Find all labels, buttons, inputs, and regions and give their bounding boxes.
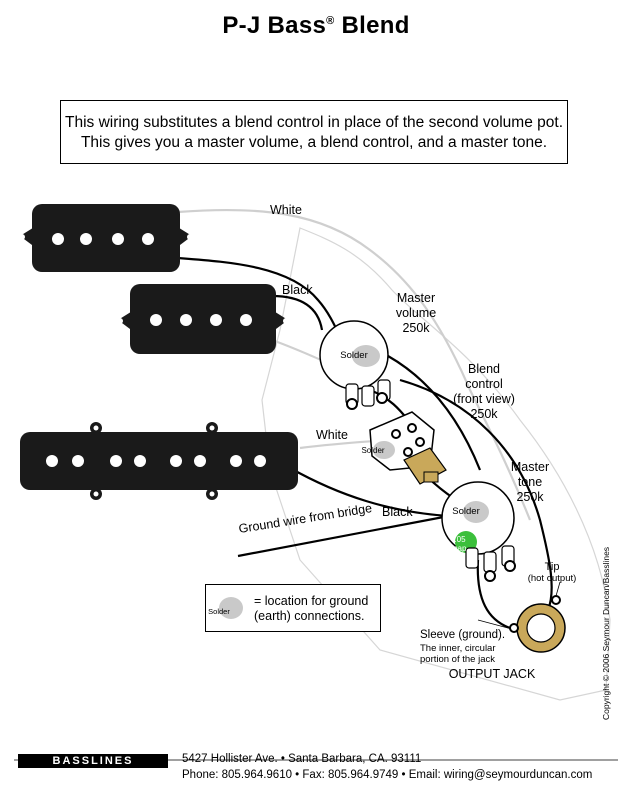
wire-to-tip	[399, 378, 553, 611]
intro-line-2: This gives you a master volume, a blend …	[80, 134, 548, 151]
pickguard-outline	[261, 227, 611, 701]
wire-label-white-top: White	[270, 203, 302, 217]
blend-pot	[369, 411, 447, 485]
solder-dot-icon	[219, 597, 243, 619]
master-volume-label-line2: volume	[395, 306, 437, 320]
sleeve-label-line1: Sleeve (ground).	[420, 629, 506, 641]
footer-contact: Phone: 805.964.9610 • Fax: 805.964.9749 …	[182, 769, 593, 781]
master-volume-label: Master volume 250k	[396, 291, 436, 336]
blend-label-line4: 250k	[470, 407, 498, 421]
legend-line1: = location for ground	[254, 594, 369, 608]
pickup-p-bottom	[117, 284, 289, 354]
blend-label-line2: control	[465, 377, 503, 391]
legend-line2: (earth) connections.	[254, 609, 365, 623]
wire-label-black-mid: Black	[382, 505, 413, 519]
master-tone-label-line3: 250k	[516, 490, 544, 504]
output-jack	[477, 581, 566, 653]
master-volume-pot	[319, 320, 391, 410]
output-jack-label: OUTPUT JACK	[448, 667, 536, 681]
tip-label-line2: (hot output)	[527, 573, 577, 584]
footer-address: 5427 Hollister Ave. • Santa Barbara, CA.…	[182, 753, 422, 765]
copyright: Copyright © 2006 Seymour Duncan/Bassline…	[601, 546, 611, 720]
tip-label-line1: Tip	[544, 561, 560, 573]
solder-label-tone: Solder	[452, 506, 480, 517]
wire-vol-ground	[387, 355, 482, 471]
wire-black-mid	[289, 467, 449, 518]
master-tone-label-line2: tone	[517, 475, 543, 489]
cap-label: .05 cap	[454, 535, 467, 553]
legend-solder-text: Solder	[208, 607, 230, 616]
title-text: P-J Bass	[222, 12, 327, 39]
tip-label: Tip (hot output)	[527, 561, 577, 585]
cap-word: cap	[453, 544, 467, 553]
solder-label-volume: Solder	[340, 350, 368, 361]
intro-line-1: This wiring substitutes a blend control …	[65, 114, 563, 131]
sleeve-label-line2: The inner, circular	[420, 643, 496, 654]
wire-label-black-top: Black	[282, 283, 313, 297]
solder-label-blend: Solder	[361, 446, 385, 455]
master-tone-pot	[441, 481, 516, 582]
sleeve-label-line3: portion of the jack	[420, 654, 495, 665]
blend-label-line1: Blend	[468, 362, 500, 376]
basslines-logo: BASSLINES	[18, 754, 168, 768]
wire-label-white-mid: White	[316, 428, 348, 442]
intro-box: This wiring substitutes a blend control …	[60, 100, 568, 164]
cap-value: .05	[454, 535, 466, 544]
blend-label-line3: (front view)	[453, 392, 515, 406]
master-tone-label-line1: Master	[510, 460, 550, 474]
master-tone-label: Master tone 250k	[511, 460, 549, 505]
wire-black-p2	[271, 294, 324, 331]
blend-control-label: Blend control (front view) 250k	[453, 362, 515, 422]
pickup-j	[20, 422, 298, 500]
master-volume-label-line3: 250k	[402, 321, 430, 335]
sleeve-label: Sleeve (ground). The inner, circular por…	[420, 628, 505, 665]
pickup-p-top	[19, 204, 193, 272]
wire-to-sleeve	[476, 559, 511, 630]
master-volume-label-line1: Master	[396, 291, 436, 305]
legend-text: = location for ground (earth) connection…	[254, 594, 368, 624]
page-title: P-J Bass® Blend	[0, 12, 632, 40]
title-registered-mark: ®	[326, 15, 335, 27]
wire-white-top	[177, 208, 532, 521]
title-text-end: Blend	[334, 12, 410, 39]
solder-legend: Solder = location for ground (earth) con…	[205, 584, 381, 632]
